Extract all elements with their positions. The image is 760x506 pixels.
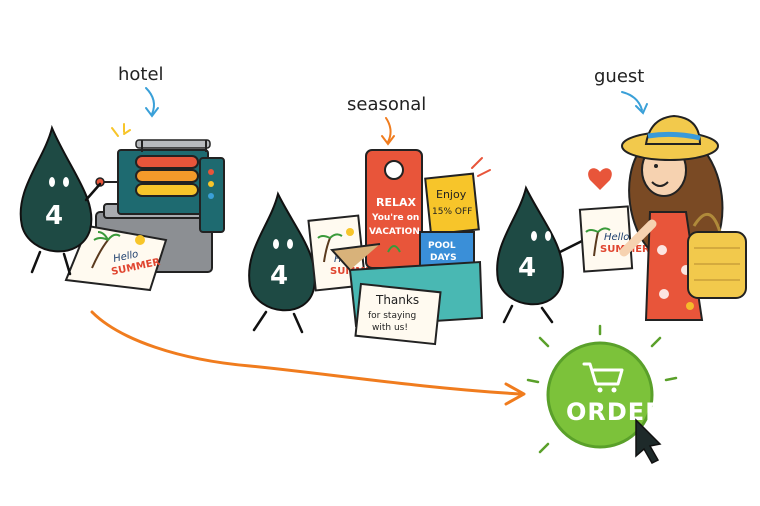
burst-icon <box>526 324 678 454</box>
door-hanger-line2: You're on <box>371 213 419 223</box>
sun-icon <box>135 235 145 245</box>
offer-card-line1: Enjoy <box>436 188 467 201</box>
thanks-card-line3: with us! <box>372 323 408 333</box>
flow-arrow <box>90 310 526 406</box>
guest-card-line1: Hello <box>604 232 629 243</box>
hotel-label: hotel <box>118 64 164 85</box>
guest-label-group: guest <box>594 66 648 115</box>
seasonal-label: seasonal <box>347 94 426 115</box>
hotel-label-group: hotel <box>118 64 164 118</box>
cursor-icon <box>635 418 662 464</box>
printer-output-card: Hello SUMMER <box>64 224 168 292</box>
palm-tree-icon <box>585 227 611 233</box>
guest-label: guest <box>594 66 644 87</box>
printer-card-line1: Hello <box>112 249 139 265</box>
thanks-card-line1: Thanks <box>375 293 419 307</box>
mascot-handover-number: 4 <box>518 253 536 283</box>
seasonal-pointer-head-icon <box>381 135 395 146</box>
mascot-printer: 4 <box>19 124 102 276</box>
thanks-card-line2: for staying <box>368 311 416 321</box>
mascot-carrier-number: 4 <box>270 261 288 291</box>
guest-pointer-icon <box>621 91 643 111</box>
hotel-pointer-icon <box>145 87 155 115</box>
thanks-card: Thanks for staying with us! <box>354 282 442 346</box>
palm-tree-icon <box>317 233 343 239</box>
pool-card-line1: POOL <box>428 241 456 251</box>
offer-card: Enjoy 15% OFF <box>424 172 480 236</box>
offer-card-line2: 15% OFF <box>432 207 472 217</box>
palm-tree-icon <box>91 239 109 269</box>
guest-pointer-head-icon <box>635 103 648 115</box>
order-button[interactable]: ORDER <box>526 324 678 454</box>
mascot-printer-number: 4 <box>45 201 63 231</box>
sparkle-icon <box>111 123 131 137</box>
seasonal-box: RELAX You're on VACATION Enjoy 15% OFF P… <box>329 149 491 346</box>
door-hanger-line1: RELAX <box>376 196 417 209</box>
hotel-pointer-head-icon <box>145 107 159 118</box>
heart-icon <box>588 168 612 190</box>
door-hanger-line3: VACATION <box>369 227 420 237</box>
door-hanger: RELAX You're on VACATION <box>365 149 423 269</box>
pool-card-line2: DAYS <box>430 253 457 263</box>
seasonal-label-group: seasonal <box>347 94 426 146</box>
sparkle-icon <box>471 157 491 177</box>
mascot-handover: 4 <box>496 185 586 324</box>
mascot-carrier: 4 <box>248 191 316 334</box>
guest-person <box>619 114 747 321</box>
arrow-icon <box>90 310 522 396</box>
seasonal-pointer-icon <box>385 117 392 143</box>
order-button-label: ORDER <box>566 398 665 426</box>
cart-icon <box>582 362 624 393</box>
sun-icon <box>346 228 354 236</box>
